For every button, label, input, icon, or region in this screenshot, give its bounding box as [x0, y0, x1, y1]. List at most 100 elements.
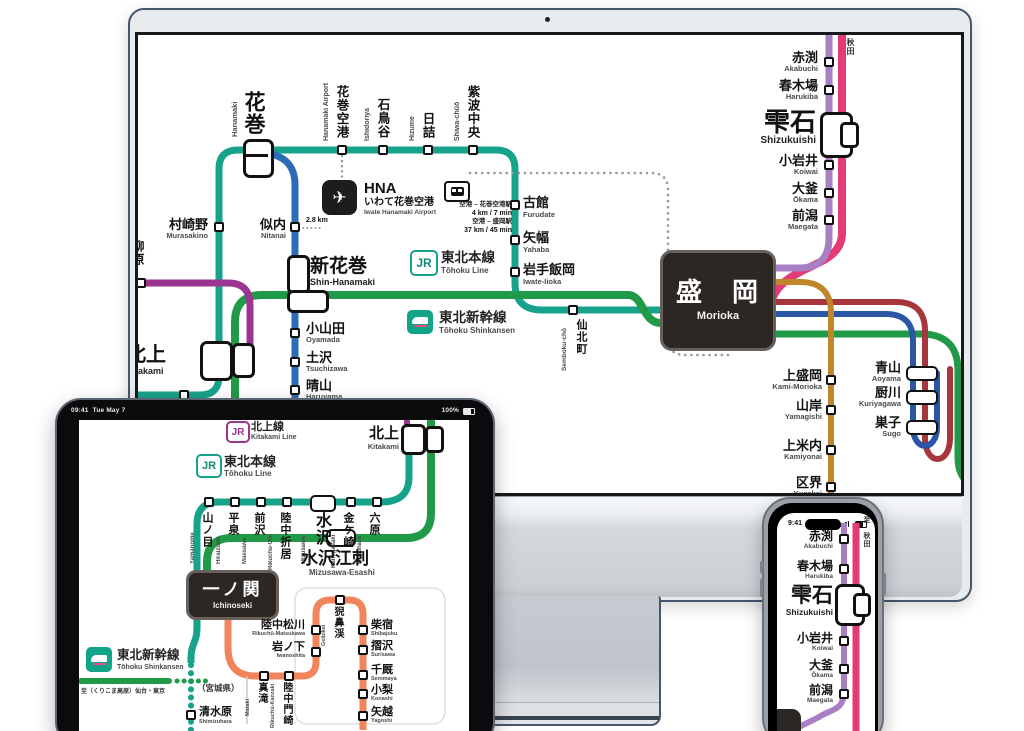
station-marker — [358, 711, 368, 721]
station-marker — [290, 357, 300, 367]
shinkansen-badge-icon — [407, 310, 433, 334]
station-marker — [824, 85, 834, 95]
bus-time-2: 37 km / 45 min — [464, 227, 512, 234]
station-akabuchi-phone: 赤渕 — [808, 529, 833, 543]
station-shin-hanamaki-en: Shin-Hanamaki — [310, 277, 376, 287]
station-kamiyonai-en: Kamiyonai — [784, 452, 822, 461]
station-marker — [423, 145, 433, 155]
station-kami-morioka: 上盛岡 — [782, 368, 822, 383]
station-marker — [290, 222, 300, 232]
station-semmaya: 千厩 — [371, 664, 393, 676]
station-maesawa-en: Maesawa — [242, 537, 248, 564]
badge-tohoku-line-en: Tōhoku Line — [441, 266, 489, 275]
station-yamagishi: 山岸 — [795, 398, 822, 413]
phone-status-time: 9:41 — [788, 520, 803, 527]
station-harukiba-phone: 春木場 — [796, 559, 833, 573]
station-rikuchu-orii: 陸中折居 — [279, 512, 291, 560]
bus-route-1: 空港 – 花巻空港駅 — [459, 201, 512, 208]
station-kitakami: 北上 — [138, 344, 166, 366]
station-marker — [282, 497, 292, 507]
mizusawa-esashi-marker — [326, 529, 356, 547]
station-harukiba-phone-en: Harukiba — [805, 573, 833, 580]
station-rikuchu-kanzaki: 陸中門崎 — [281, 682, 292, 726]
badge-kitakami-line-name: 北上線 — [251, 421, 284, 433]
station-iwanoshita-en: Iwanoshita — [276, 653, 305, 659]
station-marker — [510, 200, 520, 210]
station-marker — [337, 145, 347, 155]
station-maegata-phone-en: Maegata — [806, 697, 833, 704]
phone-screen: 9:41 赤渕 Akabuchi 春木場 Harukiba — [777, 513, 875, 731]
to-akita-label: 至 秋田 — [846, 32, 855, 56]
station-marker — [839, 636, 849, 646]
station-yahaba: 矢幅 — [523, 230, 550, 245]
station-hizume-en: Hizume — [409, 116, 416, 141]
station-marker — [204, 497, 214, 507]
station-marker — [824, 215, 834, 225]
mizusawa-marker — [310, 495, 336, 512]
station-shimizuhara: 清水原 — [199, 706, 232, 718]
station-surisawa: 摺沢 — [371, 640, 393, 652]
station-akabuchi: 赤渕 — [791, 50, 818, 65]
badge-shinkansen-en: Tōhoku Shinkansen — [439, 326, 516, 335]
station-yamanome: 山ノ目 — [201, 512, 213, 548]
station-ishidoriya: 石鳥谷 — [375, 98, 390, 139]
station-kitakami-en: Kitakami — [135, 366, 164, 376]
jr-badge-kitakami-line: JR — [226, 421, 250, 443]
badge-tohoku-line-en-tablet: Tōhoku Line — [224, 469, 272, 478]
station-koiwai-en: Koiwai — [793, 167, 818, 176]
bus-route-2: 空港 – 盛岡駅 — [472, 218, 512, 225]
station-rikuchu-matsukawa-en: Rikuchū-Matsukawa — [252, 631, 305, 637]
station-marker — [839, 534, 849, 544]
station-mataki-en: Mataki — [245, 698, 251, 716]
shinkansen-badge-icon-tablet — [86, 647, 112, 672]
airport-name-en: Iwate Hanamaki Airport — [364, 209, 437, 216]
prefecture-label: （宮城県） — [197, 683, 240, 693]
station-harukiba: 春木場 — [778, 78, 818, 93]
station-marker — [839, 564, 849, 574]
station-marker — [824, 160, 834, 170]
station-okama: 大釜 — [791, 181, 818, 196]
station-sugo: 巣子 — [874, 415, 901, 430]
station-marker — [284, 671, 294, 681]
station-marker — [568, 305, 578, 315]
station-marker — [358, 670, 368, 680]
jr-badge-text: JR — [416, 256, 432, 270]
station-marker — [824, 57, 834, 67]
station-oyamada: 小山田 — [306, 321, 346, 336]
station-marker — [358, 689, 368, 699]
station-okama-phone: 大釜 — [808, 658, 833, 672]
station-hanamaki-en: Hanamaki — [230, 101, 239, 137]
jr-badge-tohoku-line-tablet: JR — [196, 454, 222, 478]
station-kitakami-tablet: 北上 — [368, 425, 399, 442]
station-shizukuishi-phone: 雫石 — [791, 584, 833, 607]
station-marker — [335, 595, 345, 605]
station-marker — [358, 625, 368, 635]
tablet-status-battery-pct: 100% — [441, 407, 459, 414]
airport-distance: 2.8 km — [306, 217, 328, 224]
station-kitakami-tablet-en: Kitakami — [367, 442, 399, 451]
station-iwate-iioka: 岩手飯岡 — [523, 262, 576, 277]
monitor-rail-lines — [138, 35, 961, 493]
station-shizukuishi-en: Shizukuishi — [760, 135, 816, 146]
tablet-rail-lines — [79, 420, 446, 731]
station-haruyama-en: Haruyama — [306, 392, 343, 401]
station-nitanai: 似内 — [259, 217, 286, 232]
station-marker — [839, 664, 849, 674]
station-maegata-phone: 前潟 — [808, 683, 833, 697]
battery-icon — [463, 408, 475, 415]
morioka-station: 盛 岡 Morioka — [660, 250, 776, 351]
station-akabuchi-en: Akabuchi — [784, 64, 818, 73]
airport-code: HNA — [364, 180, 397, 197]
jr-badge-text: JR — [201, 460, 217, 472]
station-shin-hanamaki: 新花巻 — [310, 256, 368, 277]
badge-shinkansen-en-tablet: Tōhoku Shinkansen — [117, 664, 184, 671]
tablet-screen: 一ノ関 Ichinoseki 北上 Kitakami JR 北上線 Kitaka… — [79, 420, 469, 731]
station-aoyama: 青山 — [874, 360, 901, 375]
station-haruyama: 晴山 — [306, 378, 333, 393]
station-kami-morioka-en: Kami-Morioka — [772, 382, 822, 391]
station-marker — [510, 235, 520, 245]
station-marker — [510, 267, 520, 277]
kuriyagawa-station-marker — [906, 390, 938, 405]
station-shibajuku: 柴宿 — [371, 619, 393, 631]
station-yagoshi: 矢越 — [371, 706, 393, 718]
